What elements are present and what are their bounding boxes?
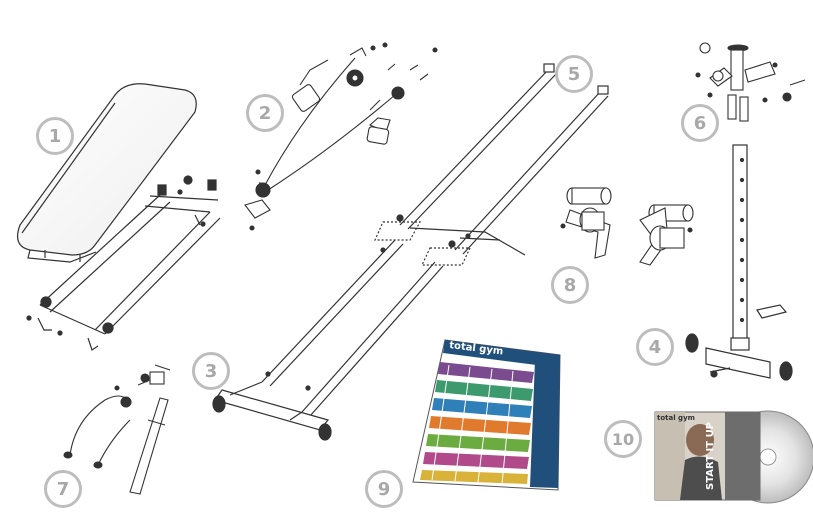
callout-1: 1 — [36, 117, 74, 155]
part-7-attachment — [63, 364, 171, 495]
callout-9: 9 — [365, 470, 403, 508]
part-1-glide-board — [17, 83, 221, 351]
dvd-brand: total gym — [657, 414, 695, 422]
part-5-upper-rails — [374, 63, 609, 266]
callout-3: 3 — [192, 352, 230, 390]
callout-5: 5 — [555, 55, 593, 93]
part-10-dvd — [654, 410, 813, 504]
part-6-tower-top — [695, 42, 806, 122]
callout-4: 4 — [636, 328, 674, 366]
part-4-tower — [685, 144, 793, 381]
callout-7: 7 — [44, 470, 82, 508]
callout-8: 8 — [551, 266, 589, 304]
part-9-wall-chart — [412, 339, 561, 491]
callout-6: 6 — [681, 104, 719, 142]
part-8-leg-pulldown — [560, 187, 694, 266]
callout-10: 10 — [604, 420, 642, 458]
callout-2: 2 — [246, 94, 284, 132]
dvd-title: START IT UP — [705, 421, 716, 490]
part-2-cable-handles — [244, 42, 438, 231]
part-3-lower-rails — [212, 239, 444, 441]
